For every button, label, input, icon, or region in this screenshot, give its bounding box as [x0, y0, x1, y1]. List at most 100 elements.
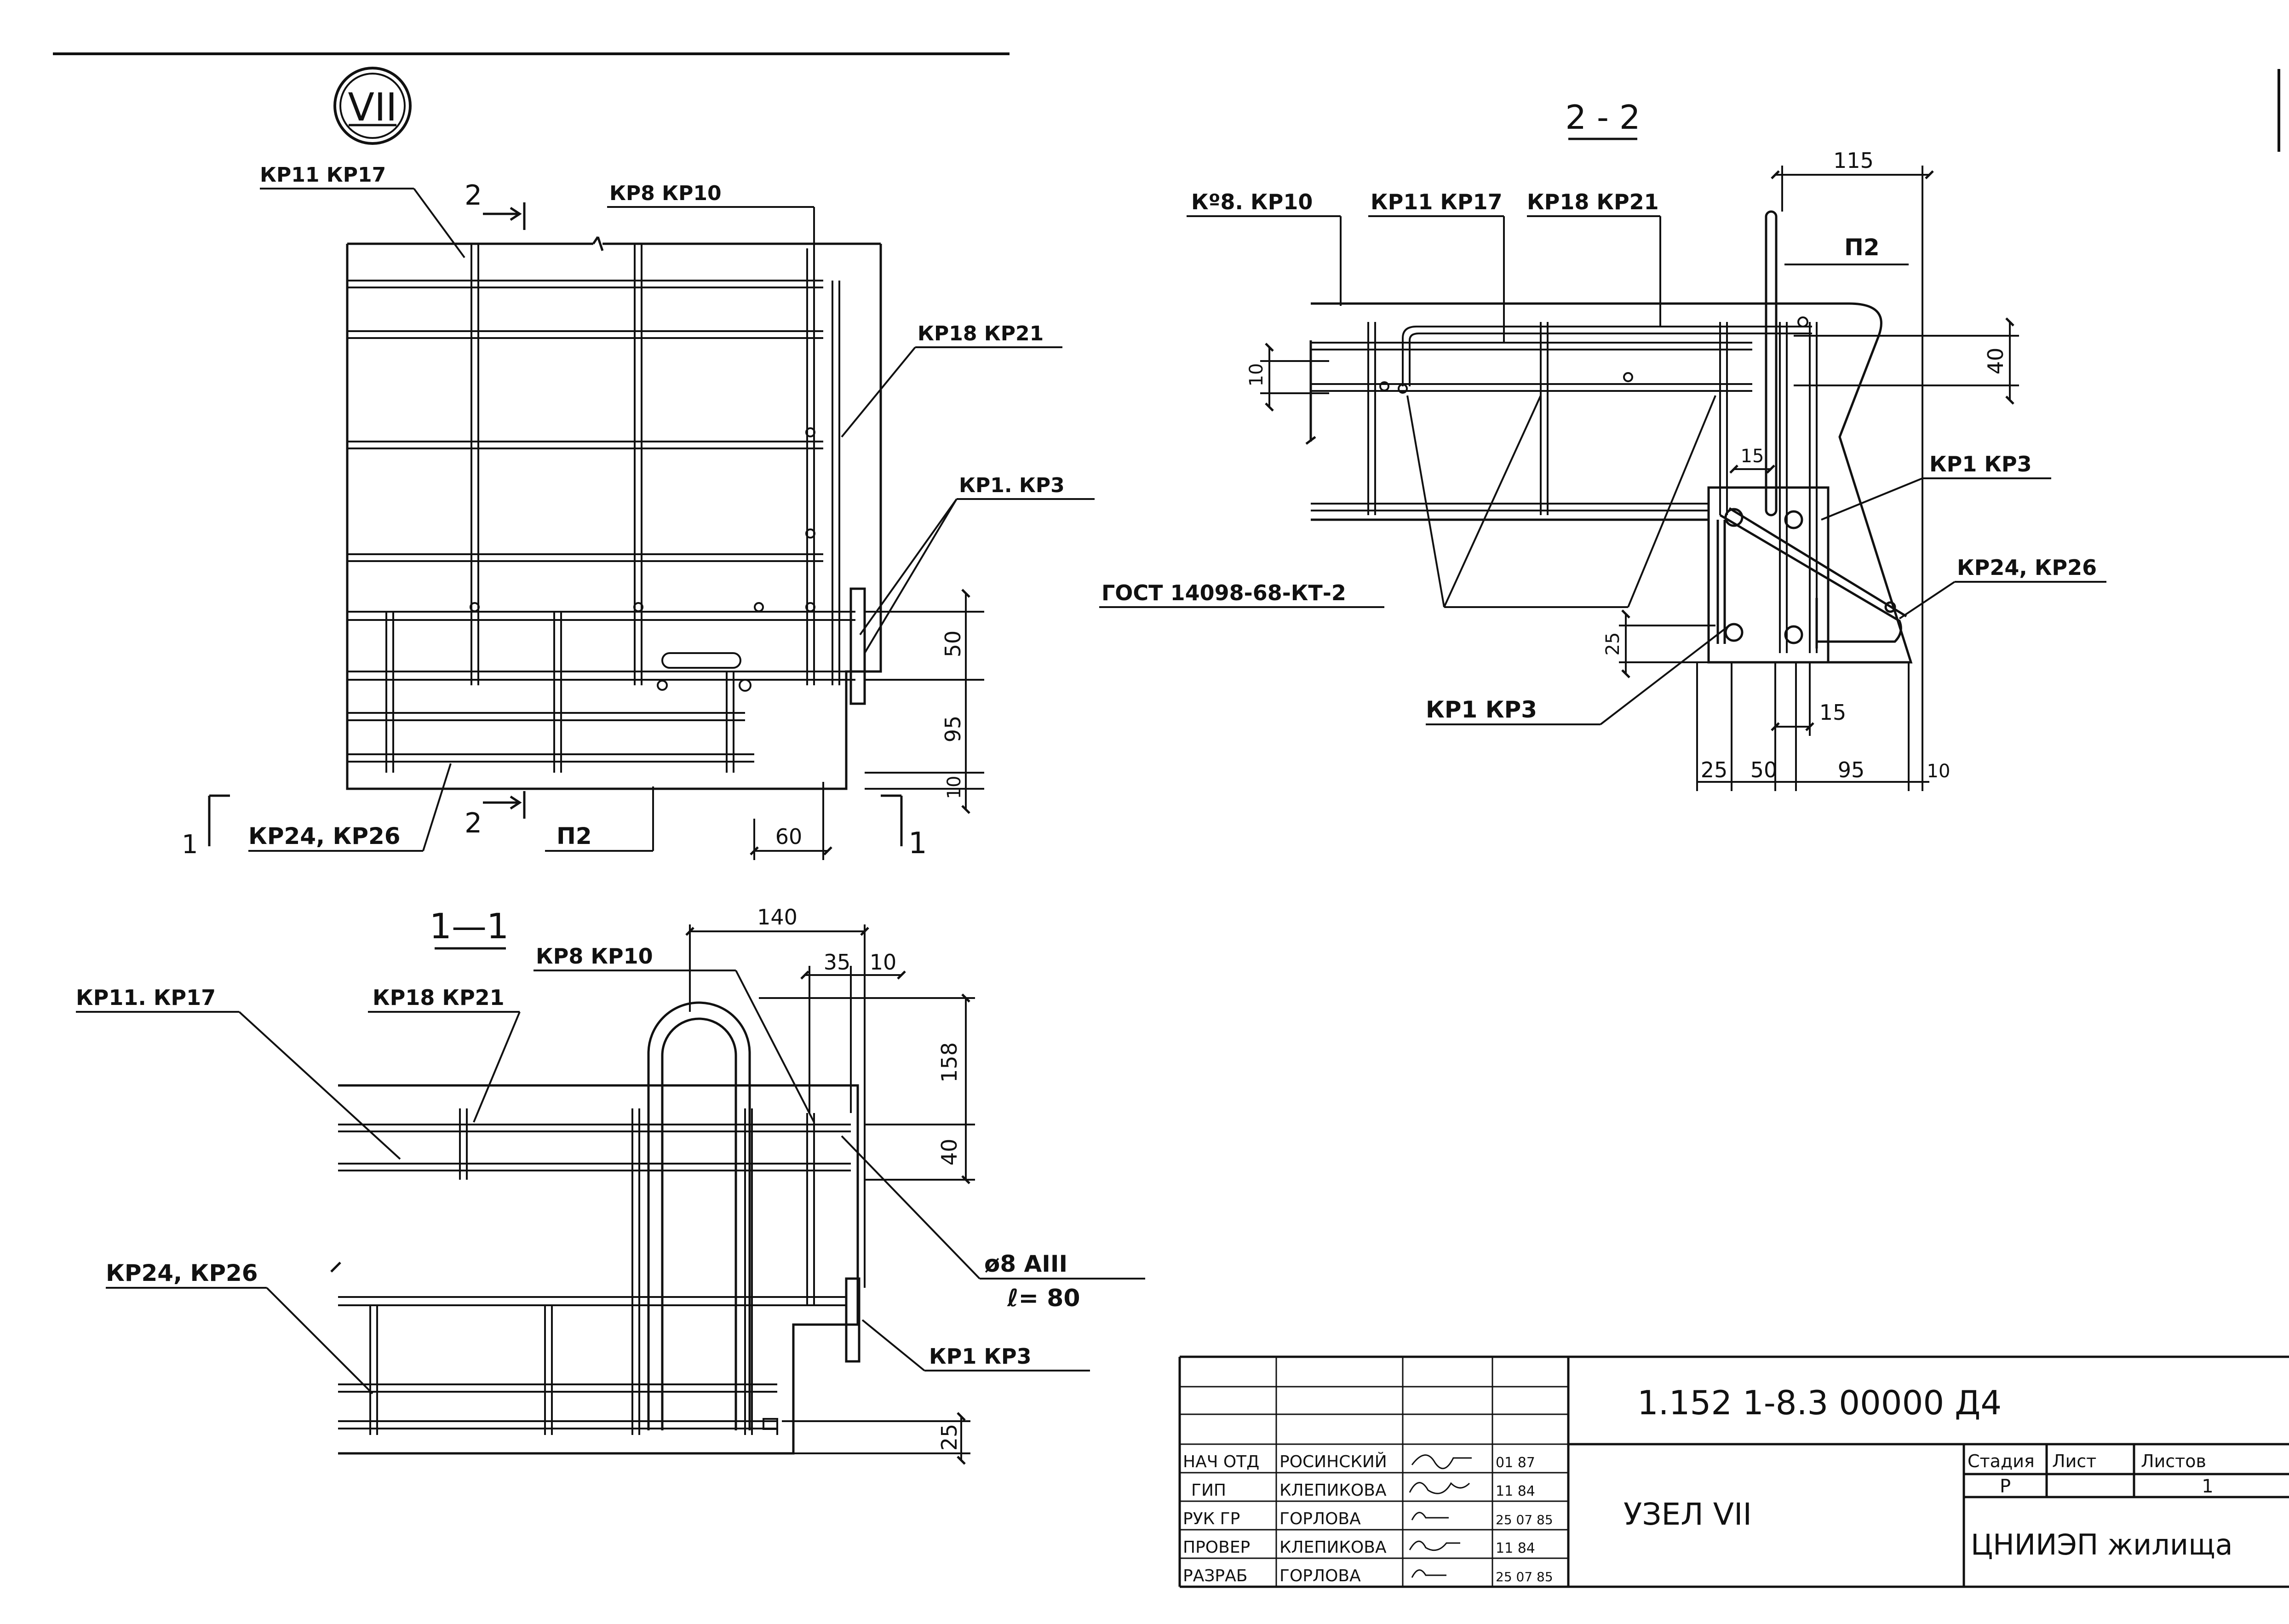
plan-cut-2-top: 2 [465, 179, 482, 212]
section-1-1-label-kp1-kp3: КР1 КР3 [929, 1344, 1032, 1369]
plan-mesh-bars [347, 280, 855, 763]
stage-header: Стадия [1968, 1451, 2035, 1471]
section-2-2: 2 - 2 [1099, 98, 2106, 791]
section-2-2-dim-115: 115 [1833, 148, 1874, 173]
plan-label-p2: П2 [556, 823, 592, 849]
sheets-header: Листов [2141, 1451, 2206, 1471]
sheets-value: 1 [2202, 1476, 2213, 1497]
plan-dimension-lines [750, 589, 984, 860]
plan-view: VII [182, 67, 1095, 861]
signature-name: РОСИНСКИЙ [1279, 1452, 1387, 1471]
section-1-1-title: 1—1 [430, 906, 509, 947]
section-2-2-embedded-detail [1707, 486, 1907, 664]
node-mark-circle [333, 67, 412, 145]
section-1-1-dimension-lines [685, 924, 975, 1465]
section-1-1-dim-40: 40 [937, 1139, 962, 1166]
section-1-1: 1—1 [76, 905, 1145, 1465]
plan-cut-2-bottom: 2 [465, 807, 482, 839]
plan-dim-10: 10 [944, 776, 965, 799]
section-1-1-leaders [76, 970, 1145, 1394]
organization-name: ЦНИИЭП жилища [1971, 1528, 2233, 1561]
signature-row: ПРОВЕР КЛЕПИКОВА 11 84 [1183, 1538, 1535, 1557]
signature-date: 01 87 [1496, 1455, 1535, 1471]
plan-slab-outline [346, 236, 882, 790]
section-1-1-plate [845, 1277, 861, 1363]
signature-name: ГОРЛОВА [1279, 1509, 1361, 1528]
section-1-1-dim-25: 25 [937, 1424, 962, 1451]
section-1-1-label-kp18-kp21: КР18 КР21 [373, 985, 505, 1010]
handwritten-signature [1411, 1512, 1449, 1521]
section-2-2-dim-25-side: 25 [1602, 632, 1624, 656]
section-1-1-dim-35: 35 [824, 950, 851, 975]
signature-date: 11 84 [1496, 1540, 1535, 1556]
section-2-2-label-kp11-kp17: КР11 КР17 [1371, 189, 1503, 214]
signature-row: НАЧ ОТД РОСИНСКИЙ 01 87 [1183, 1452, 1535, 1471]
section-1-1-label-kp11-kp17: КР11. КР17 [76, 985, 216, 1010]
plan-cut-1-left: 1 [182, 830, 198, 860]
signature-date: 25 07 85 [1496, 1512, 1553, 1527]
section-1-1-dim-10: 10 [870, 950, 897, 975]
title-block-signatures: НАЧ ОТД РОСИНСКИЙ 01 87 ГИП КЛЕПИКОВА 11… [1183, 1452, 1553, 1585]
plan-label-kp18-kp21: КР18 КР21 [918, 322, 1044, 345]
document-code: 1.152 1-8.3 00000 Д4 [1637, 1383, 2002, 1422]
section-2-2-title: 2 - 2 [1565, 98, 1640, 137]
section-2-2-label-p2: П2 [1844, 234, 1880, 261]
section-2-2-dim-10-bottom: 10 [1927, 761, 1951, 782]
section-1-1-label-rebar: ø8 АIII [984, 1251, 1067, 1277]
plan-label-kp11-kp17: КР11 КР17 [260, 163, 386, 187]
plan-vertical-bars [385, 244, 840, 773]
section-2-2-dim-50: 50 [1750, 757, 1778, 782]
section-2-2-dim-15-bottom: 15 [1819, 700, 1847, 725]
signature-role: РАЗРАБ [1183, 1567, 1247, 1585]
section-1-1-label-kp8-kp10: КР8 КР10 [536, 944, 653, 969]
plan-cut-1-right: 1 [908, 826, 927, 861]
section-2-2-label-gost: ГОСТ 14098-68-КТ-2 [1101, 580, 1346, 605]
section-1-1-dim-158: 158 [937, 1042, 962, 1083]
plan-dim-95: 95 [941, 716, 965, 743]
plan-label-kp1-kp3: КР1. КР3 [959, 474, 1065, 497]
handwritten-signature [1409, 1540, 1460, 1551]
section-2-2-outline [1305, 302, 1913, 664]
section-2-2-label-kp18-kp21: КР18 КР21 [1527, 189, 1659, 214]
plan-bar-dots [470, 427, 815, 692]
signature-name: ГОРЛОВА [1279, 1567, 1361, 1585]
handwritten-signature [1411, 1454, 1472, 1469]
section-2-2-bar-dots [1379, 316, 1808, 394]
signature-date: 25 07 85 [1496, 1569, 1553, 1584]
plan-lifting-loop [661, 652, 741, 669]
section-2-2-dimension-lines [1260, 166, 2019, 791]
section-2-2-dim-95: 95 [1838, 757, 1865, 782]
section-2-2-dim-15-top: 15 [1741, 446, 1764, 467]
plan-dim-60: 60 [775, 824, 803, 849]
signature-name: КЛЕПИКОВА [1279, 1481, 1387, 1500]
section-1-1-lifting-loop [647, 1001, 751, 1430]
section-2-2-leaders [1099, 215, 2106, 725]
signature-row: РУК ГР ГОРЛОВА 25 07 85 [1183, 1509, 1553, 1528]
plan-label-kp24-kp26: КР24, КР26 [248, 823, 401, 849]
plan-cut-marks [208, 202, 903, 846]
section-2-2-dim-40: 40 [1983, 348, 2008, 375]
signature-row: РАЗРАБ ГОРЛОВА 25 07 85 [1183, 1567, 1553, 1585]
section-2-2-anchor-p2 [1765, 210, 1778, 516]
title-block: НАЧ ОТД РОСИНСКИЙ 01 87 ГИП КЛЕПИКОВА 11… [1178, 1355, 2289, 1588]
section-2-2-label-kp8-kp10: Кº8. КР10 [1191, 189, 1313, 214]
section-2-2-dim-10: 10 [1246, 363, 1267, 387]
plan-leaders [248, 188, 1095, 852]
signature-date: 11 84 [1496, 1483, 1535, 1499]
stage-value: Р [2000, 1476, 2011, 1497]
handwritten-signature [1409, 1482, 1470, 1494]
handwritten-signature [1411, 1569, 1446, 1578]
drawing-title: УЗЕЛ VII [1624, 1497, 1752, 1532]
signature-role: НАЧ ОТД [1183, 1452, 1259, 1471]
node-mark: VII [348, 85, 397, 130]
section-1-1-label-length: ℓ= 80 [1007, 1285, 1080, 1312]
signature-role: РУК ГР [1183, 1509, 1240, 1528]
section-2-2-label-kp24-kp26: КР24, КР26 [1957, 555, 2097, 580]
title-block-grid [1180, 1357, 1568, 1587]
plan-label-kp8-kp10: КР8 КР10 [609, 182, 722, 205]
section-1-1-label-kp24-kp26: КР24, КР26 [106, 1260, 258, 1286]
node-mark-inner-circle [339, 73, 406, 139]
section-1-1-outline [330, 1084, 859, 1455]
title-block-frame [1178, 1355, 2289, 1588]
